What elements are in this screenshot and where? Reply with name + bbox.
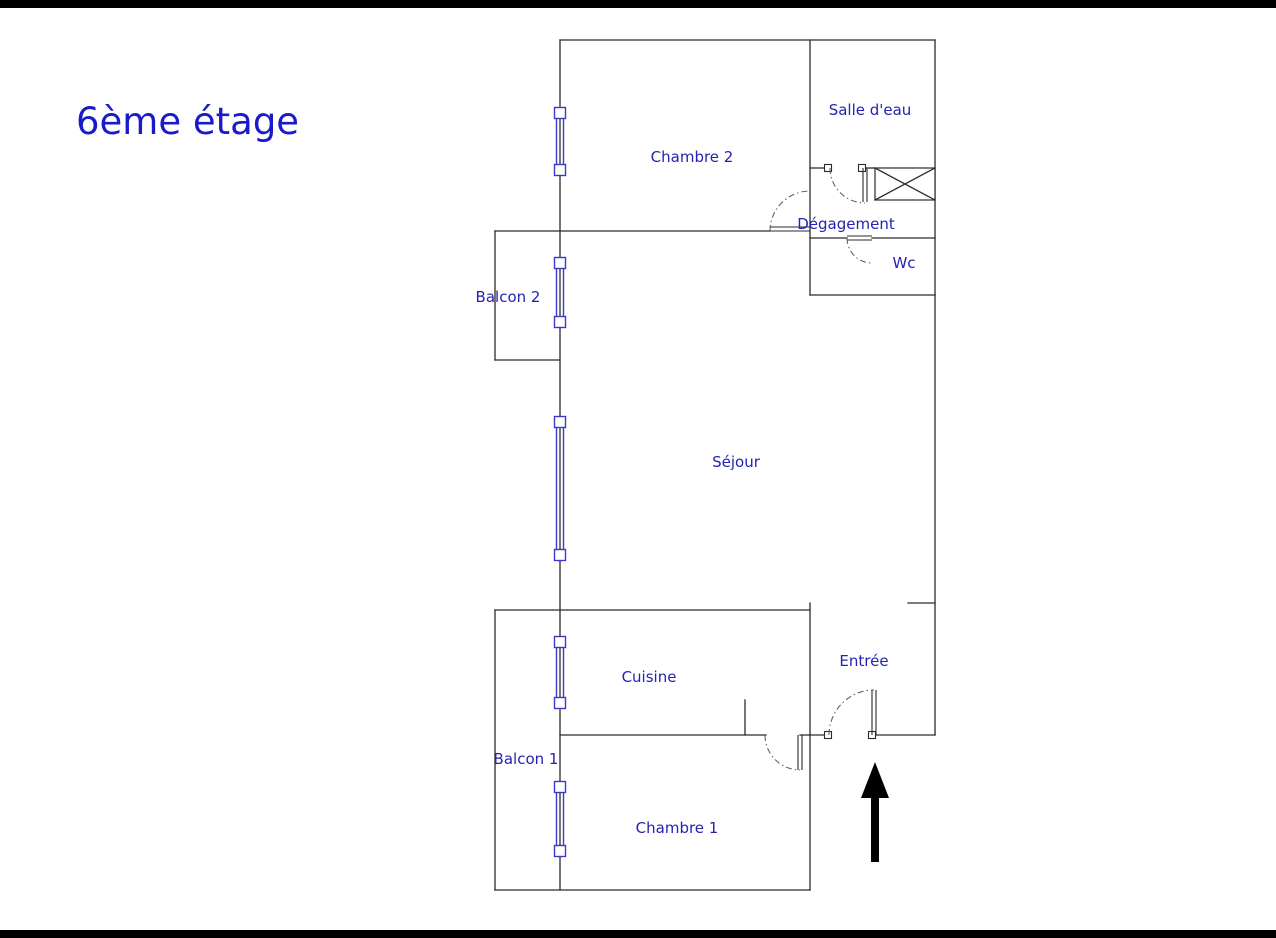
window-symbol-sejour <box>553 415 567 562</box>
room-label-entree: Entrée <box>839 652 889 670</box>
wc-door <box>846 235 873 264</box>
page-title: 6ème étage <box>76 100 300 143</box>
shaft-hatch <box>874 167 936 201</box>
chambre2-door <box>769 190 811 232</box>
room-label-sejour: Séjour <box>712 453 760 471</box>
room-label-balcon-1: Balcon 1 <box>493 750 559 768</box>
room-label-wc: Wc <box>892 254 916 272</box>
letterbox-bottom <box>0 930 1276 938</box>
room-label-chambre-2: Chambre 2 <box>650 148 734 166</box>
entrance-arrow <box>861 762 889 862</box>
window-symbol-balcon2 <box>553 256 567 329</box>
room-label-degagement: Dégagement <box>797 215 895 233</box>
chambre1-door <box>764 734 803 771</box>
room-label-cuisine: Cuisine <box>621 668 677 686</box>
room-label-salle-deau: Salle d'eau <box>828 101 912 119</box>
entrance-door <box>823 689 877 740</box>
room-label-balcon-2: Balcon 2 <box>475 288 541 306</box>
window-symbol-chambre1 <box>553 780 567 858</box>
window-symbol-chambre2 <box>553 106 567 177</box>
room-label-chambre-1: Chambre 1 <box>635 819 719 837</box>
walls <box>494 39 936 891</box>
salle-deau-door <box>823 163 868 204</box>
window-symbol-cuisine <box>553 635 567 710</box>
letterbox-top <box>0 0 1276 8</box>
